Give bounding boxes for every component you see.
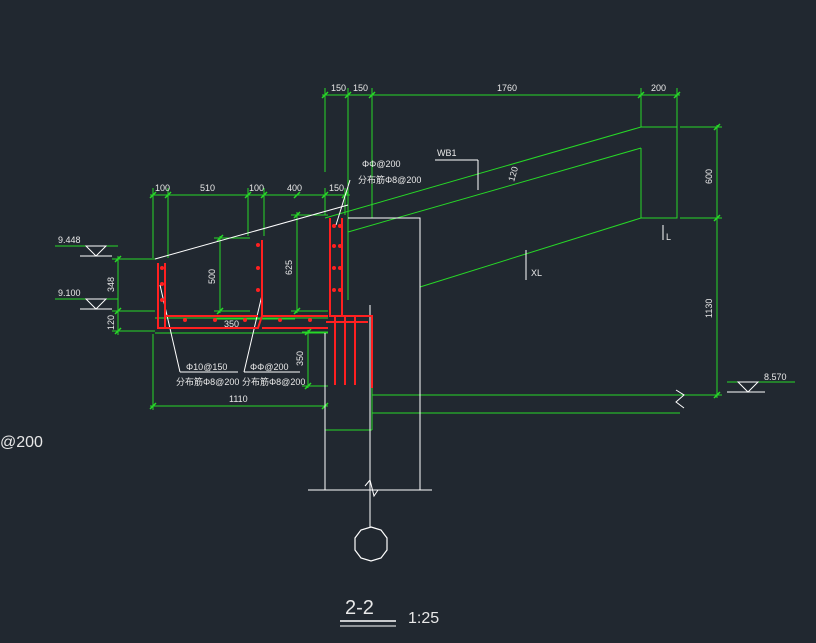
white-structure	[154, 159, 664, 528]
dim-100-a: 100	[155, 183, 170, 193]
dim-150-b: 150	[353, 83, 368, 93]
dim-200: 200	[651, 83, 666, 93]
dim-348: 348	[106, 277, 116, 292]
label-xl: XL	[531, 268, 542, 278]
dim-350-h: 350	[224, 319, 239, 329]
dimension-lines	[55, 88, 795, 410]
elevation-9448: 9.448	[58, 235, 81, 245]
elevation-9100: 9.100	[58, 288, 81, 298]
dim-1130: 1130	[704, 299, 714, 318]
dim-600: 600	[704, 169, 714, 184]
rebar-group	[157, 218, 373, 388]
dim-400: 400	[287, 183, 302, 193]
dim-120-slope: 120	[506, 165, 520, 182]
dim-510: 510	[200, 183, 215, 193]
elevation-markers	[80, 245, 765, 393]
dim-1110: 1110	[229, 394, 248, 404]
rebar-note-top-1: ΦΦ@200	[362, 159, 401, 169]
rebar-note-right-1: ΦΦ@200	[250, 362, 289, 372]
dim-120-v: 120	[106, 315, 116, 330]
label-l: L	[666, 232, 671, 242]
axis-bubble	[354, 526, 388, 562]
dim-150-a: 150	[331, 83, 346, 93]
break-mark	[675, 389, 685, 409]
dim-150-c: 150	[329, 183, 344, 193]
dim-625: 625	[284, 260, 294, 275]
dim-1760: 1760	[497, 83, 517, 93]
section-title: 2-2	[345, 597, 374, 619]
rebar-note-top-2: 分布筋Φ8@200	[358, 174, 421, 185]
label-wb1: WB1	[437, 148, 457, 158]
rebar-dots	[160, 224, 342, 322]
rebar-note-right-2: 分布筋Φ8@200	[242, 376, 305, 387]
dim-350-v: 350	[295, 351, 305, 366]
elevation-8570: 8.570	[764, 372, 787, 382]
rebar-note-left-1: Φ10@150	[186, 362, 227, 372]
dimension-ticks	[114, 91, 721, 410]
dim-100-b: 100	[249, 183, 264, 193]
section-scale: 1:25	[408, 610, 439, 627]
rebar-note-left-2: 分布筋Φ8@200	[176, 376, 239, 387]
left-edge-fragment: @200	[0, 434, 43, 451]
dim-500: 500	[207, 269, 217, 284]
